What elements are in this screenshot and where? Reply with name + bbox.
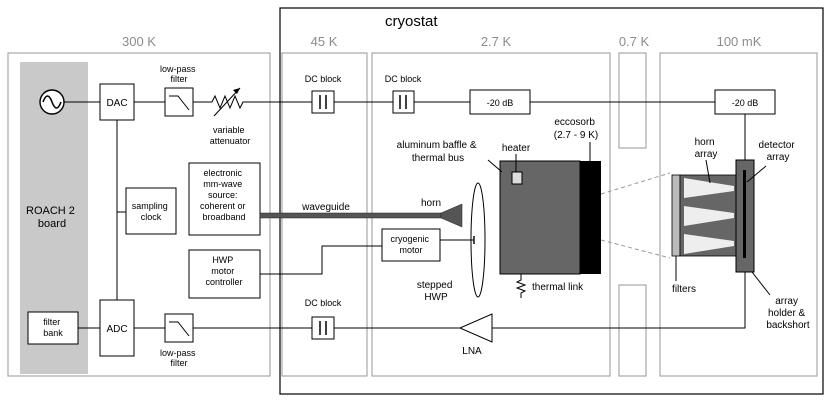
lowpass-bottom-label: low-pass filter <box>160 348 198 368</box>
horn-array-leader <box>705 159 711 184</box>
waveguide-label: waveguide <box>301 202 350 213</box>
hwp-controller-box <box>188 249 261 299</box>
thermal-link-label: thermal link <box>532 282 584 293</box>
eccosorb-label: eccosorb (2.7 - 9 K) <box>554 117 598 141</box>
lowpass-top-icon <box>169 95 190 111</box>
cryogenic-motor-label: cryogenic motor <box>390 234 431 255</box>
horn-array-label: horn array <box>695 137 718 160</box>
zone-0-7k-bottom <box>618 284 647 377</box>
wire-hwp-motor <box>260 245 382 275</box>
mm-wave-source-box <box>188 162 261 236</box>
zone-0-7k-top <box>618 52 647 149</box>
filter-bank-box <box>27 311 79 345</box>
dc-block-45k-bottom-icon <box>319 321 327 335</box>
stage-label-45k: 45 K <box>311 34 338 49</box>
attenuator-2-7k-label: -20 dB <box>487 98 514 108</box>
dc-block-45k-top <box>311 90 335 114</box>
beam-upper <box>600 172 671 195</box>
horn-array-horn-3 <box>684 234 734 254</box>
waveguide <box>259 212 442 219</box>
cryostat-title: cryostat <box>385 13 438 30</box>
cryogenic-motor-box <box>381 228 441 262</box>
lna-label: LNA <box>462 346 482 357</box>
adc-label: ADC <box>106 324 127 335</box>
heater <box>511 171 523 185</box>
horn-array-horn-2 <box>684 206 734 226</box>
stage-label-300k: 300 K <box>122 34 156 49</box>
mm-wave-source-label: electronic mm-wave source: coherent or b… <box>200 168 248 222</box>
beam-lower <box>600 239 671 259</box>
dc-block-27k-top-icon <box>399 95 407 109</box>
dc-block-45k-bottom-label: DC block <box>305 298 342 308</box>
lowpass-top-label: low-pass filter <box>160 64 198 84</box>
stepped-hwp <box>470 182 486 298</box>
horn <box>440 203 463 228</box>
thermal-link-icon <box>515 274 527 298</box>
horn-label: horn <box>421 198 441 209</box>
lna-amplifier <box>458 313 493 343</box>
aluminum-baffle-leader <box>487 159 503 173</box>
horn-array-horn-1 <box>684 178 734 198</box>
detector-array-leader <box>746 165 767 183</box>
lowpass-bottom-icon <box>169 321 190 337</box>
filter-stack <box>671 174 681 257</box>
stage-label-2-7k: 2.7 K <box>481 34 512 49</box>
heater-label: heater <box>502 143 531 154</box>
eccosorb-block <box>580 161 601 274</box>
lowpass-top-box <box>164 87 194 117</box>
adc-box <box>99 299 135 357</box>
attenuator-2-7k-box <box>469 89 531 115</box>
dac-label: DAC <box>106 98 127 109</box>
stage-label-0-7k: 0.7 K <box>619 34 650 49</box>
zone-100mk <box>659 52 818 377</box>
cryostat-frame <box>279 7 824 395</box>
dc-block-27k-top <box>392 90 415 114</box>
sine-wave-icon <box>42 95 62 109</box>
sampling-clock-box <box>125 187 177 235</box>
dc-block-45k-bottom <box>311 316 335 340</box>
filter-bank-label: filter bank <box>43 317 63 338</box>
dc-block-45k-top-label: DC block <box>305 74 342 84</box>
dc-block-45k-top-icon <box>319 95 327 109</box>
attenuator-100mk-box <box>714 89 776 115</box>
array-holder-leader <box>751 271 771 296</box>
aluminum-baffle-label: aluminum baffle & thermal bus <box>397 140 480 164</box>
filters-label: filters <box>672 284 696 295</box>
variable-attenuator-label: variable attenuator <box>210 125 251 146</box>
array-holder-label: array holder & backshort <box>766 296 810 331</box>
stage-label-100mk: 100 mK <box>717 34 762 49</box>
hwp-controller-label: HWP motor controller <box>205 255 242 287</box>
dc-block-27k-top-label: DC block <box>385 74 422 84</box>
stepped-hwp-label: stepped HWP <box>417 280 455 303</box>
detector-array <box>743 170 746 258</box>
attenuator-100mk-label: -20 dB <box>732 98 759 108</box>
variable-attenuator-arrowhead <box>233 88 240 94</box>
detector-array-label: detector array <box>759 140 798 163</box>
roach2-label: ROACH 2 board <box>26 205 78 230</box>
wire-detector-return <box>492 272 746 329</box>
lowpass-bottom-box <box>164 313 194 343</box>
sampling-clock-label: sampling clock <box>132 201 171 222</box>
